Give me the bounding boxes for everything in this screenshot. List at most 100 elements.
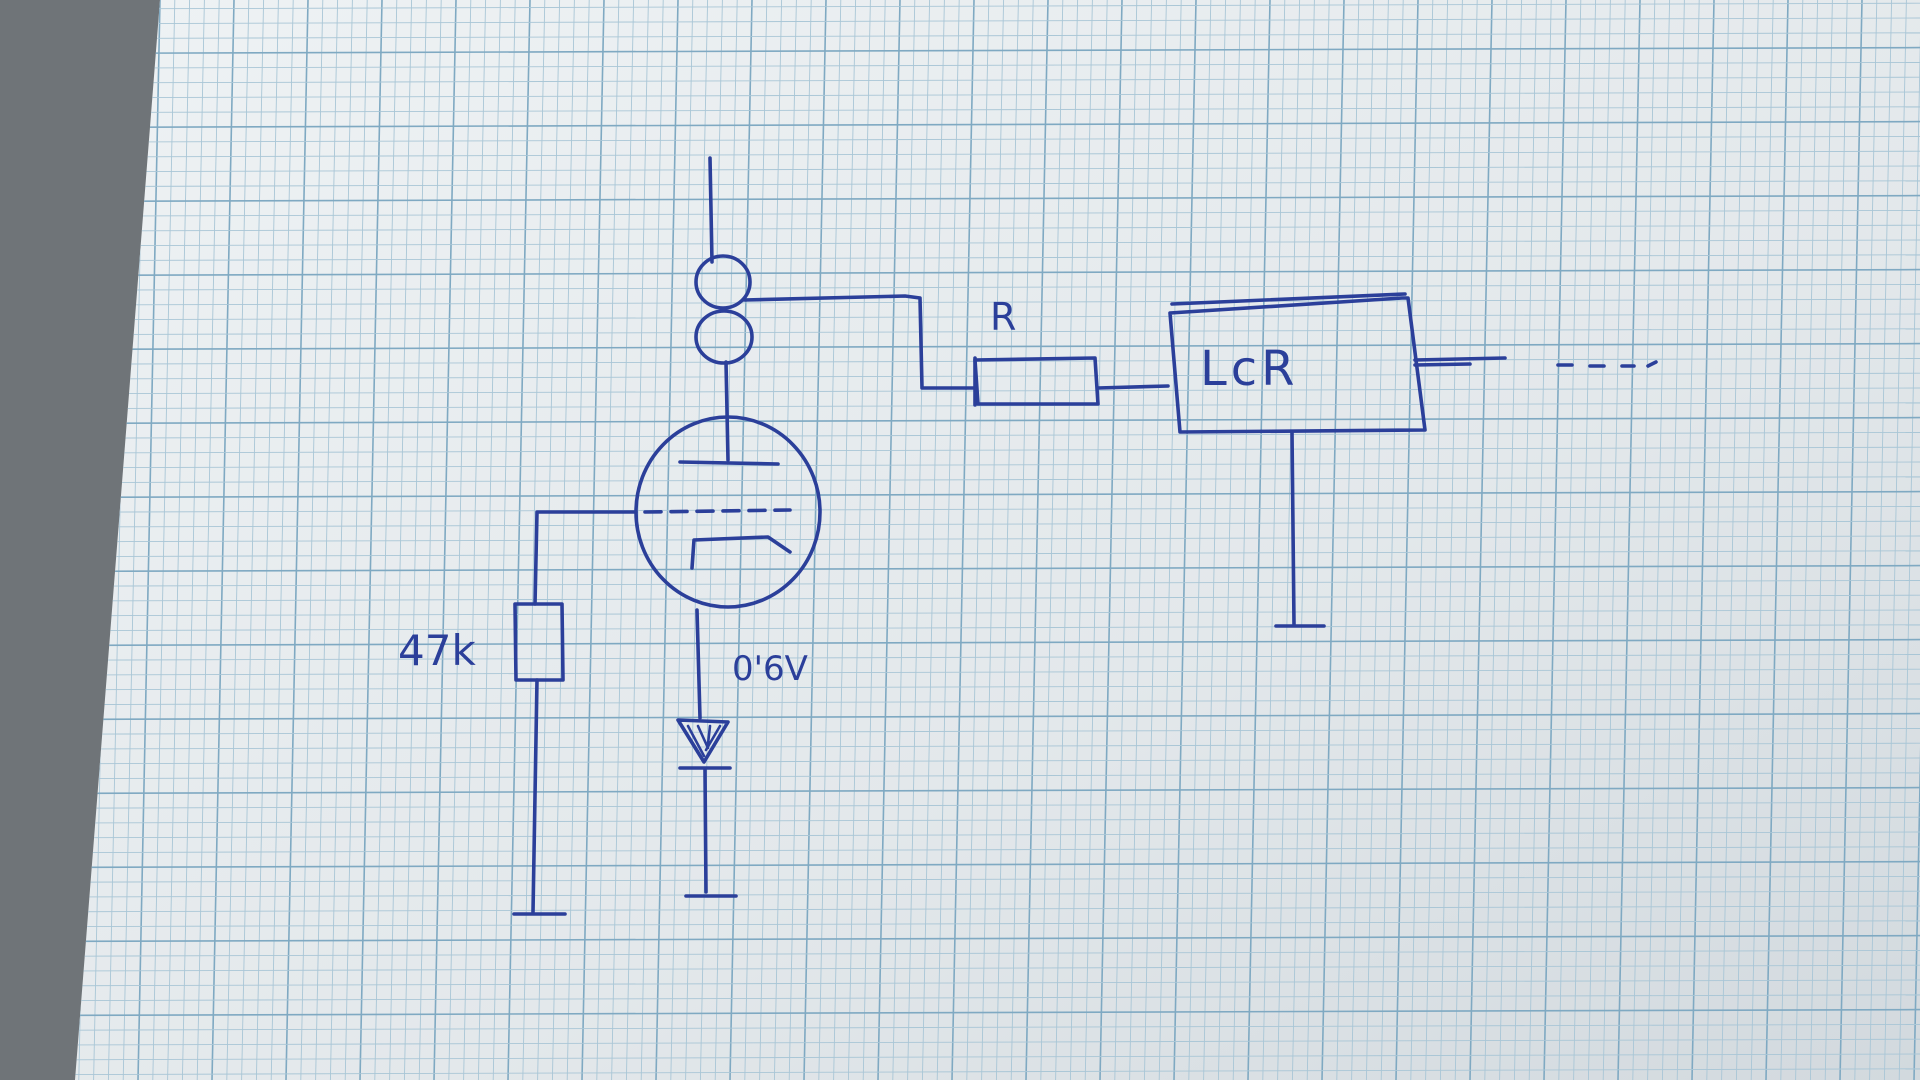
grid-line-vertical bbox=[1469, 0, 1493, 1080]
grid-line-horizontal bbox=[75, 254, 1920, 262]
grid-line-vertical bbox=[1114, 0, 1138, 1080]
grid-line-horizontal bbox=[75, 1023, 1920, 1031]
grid-line-vertical bbox=[285, 0, 309, 1080]
grid-line-horizontal bbox=[75, 431, 1920, 439]
grid-line-vertical bbox=[921, 0, 945, 1080]
grid-line-horizontal bbox=[75, 2, 1920, 10]
grid-line-horizontal bbox=[75, 17, 1920, 25]
grid-line-vertical bbox=[1883, 0, 1907, 1080]
grid-line-vertical bbox=[995, 0, 1019, 1080]
grid-line-horizontal bbox=[75, 313, 1920, 321]
grid-line-horizontal bbox=[75, 579, 1920, 587]
grid-line-horizontal bbox=[75, 328, 1920, 336]
grid-line-horizontal bbox=[75, 698, 1920, 706]
grid-line-vertical bbox=[167, 0, 191, 1080]
grid-line-vertical bbox=[1084, 0, 1108, 1080]
grid-line-vertical bbox=[1706, 0, 1730, 1080]
continuation-dashes bbox=[1556, 360, 1658, 368]
grid-line-vertical bbox=[255, 0, 279, 1080]
grid-line-vertical bbox=[226, 0, 250, 1080]
grid-line-horizontal bbox=[75, 402, 1920, 410]
grid-line-vertical bbox=[966, 0, 990, 1080]
grid-line-vertical bbox=[907, 0, 931, 1080]
output-wire bbox=[1413, 356, 1507, 367]
grid-line-horizontal bbox=[75, 387, 1920, 395]
grid-line-horizontal bbox=[75, 1008, 1920, 1017]
grid-line-vertical bbox=[936, 0, 960, 1080]
grid-line-horizontal bbox=[75, 76, 1920, 84]
grid-line-vertical bbox=[1824, 0, 1848, 1080]
resistor-47k-label: 47k bbox=[398, 626, 476, 675]
grid-line-vertical bbox=[1869, 0, 1893, 1080]
grid-line-vertical bbox=[1528, 0, 1552, 1080]
grid-line-vertical bbox=[1336, 0, 1360, 1080]
ldr-label: LcR bbox=[1200, 341, 1298, 397]
grid-line-vertical bbox=[1365, 0, 1389, 1080]
grid-line-vertical bbox=[374, 0, 398, 1080]
grid-line-horizontal bbox=[75, 1068, 1920, 1076]
coil-to-resistor-wire bbox=[742, 294, 977, 390]
grid-line-vertical bbox=[1025, 0, 1049, 1080]
grid-line-horizontal bbox=[75, 934, 1920, 943]
grid-line-horizontal bbox=[75, 594, 1920, 602]
grid-line-vertical bbox=[788, 0, 812, 1080]
grid-line-vertical bbox=[1898, 0, 1920, 1080]
grid-line-horizontal bbox=[75, 831, 1920, 839]
grid-line-vertical bbox=[847, 0, 871, 1080]
grid-line-vertical bbox=[1543, 0, 1567, 1080]
grid-line-vertical bbox=[1203, 0, 1227, 1080]
grid-line-horizontal bbox=[75, 653, 1920, 661]
grid-line-vertical bbox=[1410, 0, 1434, 1080]
grid-line-horizontal bbox=[75, 920, 1920, 928]
grid-line-vertical bbox=[1647, 0, 1671, 1080]
grid-line-vertical bbox=[1795, 0, 1819, 1080]
grid-line-horizontal bbox=[75, 683, 1920, 691]
grid-line-horizontal bbox=[75, 564, 1920, 573]
grid-line-horizontal bbox=[75, 357, 1920, 365]
grid-line-horizontal bbox=[75, 624, 1920, 632]
grid-line-vertical bbox=[981, 0, 1005, 1080]
grid-line-vertical bbox=[1854, 0, 1878, 1080]
grid-line-vertical bbox=[196, 0, 220, 1080]
grid-line-vertical bbox=[1439, 0, 1463, 1080]
grid-line-vertical bbox=[862, 0, 886, 1080]
grid-line-horizontal bbox=[75, 283, 1920, 291]
grid-line-vertical bbox=[1587, 0, 1611, 1080]
diode-voltage-label: 0'6V bbox=[732, 649, 808, 689]
coil-symbol bbox=[694, 254, 754, 365]
grid-line-horizontal bbox=[75, 224, 1920, 232]
grid-line-vertical bbox=[1632, 0, 1656, 1080]
ldr-block-top-edge bbox=[1170, 292, 1407, 306]
ldr-ground-wire bbox=[1290, 430, 1296, 626]
grid-line-horizontal bbox=[75, 342, 1920, 351]
cathode-wire bbox=[695, 608, 702, 720]
grid-line-vertical bbox=[1765, 0, 1789, 1080]
grid-line-vertical bbox=[1809, 0, 1833, 1080]
grid-line-horizontal bbox=[75, 372, 1920, 380]
resistor-47k-symbol bbox=[513, 602, 565, 682]
grid-line-horizontal bbox=[75, 875, 1920, 883]
grid-line-vertical bbox=[1055, 0, 1079, 1080]
grid-line-vertical bbox=[152, 0, 176, 1080]
grid-line-vertical bbox=[1602, 0, 1626, 1080]
grid-line-vertical bbox=[1262, 0, 1286, 1080]
grid-line-vertical bbox=[1750, 0, 1774, 1080]
grid-line-vertical bbox=[1306, 0, 1330, 1080]
grid-line-horizontal bbox=[75, 520, 1920, 528]
grid-line-horizontal bbox=[75, 446, 1920, 454]
grid-line-horizontal bbox=[75, 949, 1920, 957]
grid-line-horizontal bbox=[75, 180, 1920, 188]
grid-line-vertical bbox=[211, 0, 235, 1080]
grid-line-vertical bbox=[1010, 0, 1034, 1080]
grid-line-vertical bbox=[1454, 0, 1478, 1080]
grid-line-vertical bbox=[270, 0, 294, 1080]
grid-line-vertical bbox=[1321, 0, 1345, 1080]
grid-line-horizontal bbox=[75, 638, 1920, 647]
grid-line-vertical bbox=[1351, 0, 1375, 1080]
paper-sheet bbox=[75, 0, 1920, 1080]
grid-line-vertical bbox=[1232, 0, 1256, 1080]
grid-line-vertical bbox=[181, 0, 205, 1080]
grid-line-vertical bbox=[1277, 0, 1301, 1080]
grid-line-vertical bbox=[315, 0, 339, 1080]
grid-line-vertical bbox=[1425, 0, 1449, 1080]
